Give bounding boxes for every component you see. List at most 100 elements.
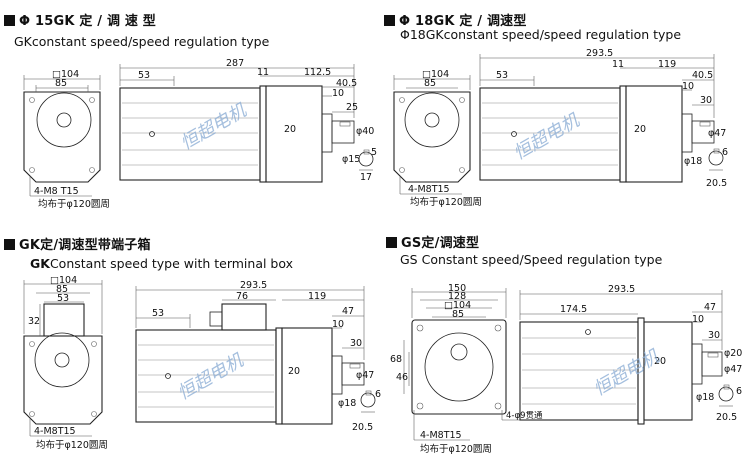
panel3-title: GK定/调速型带端子箱: [4, 234, 151, 253]
p2-dim-10: 10: [682, 81, 694, 92]
p3-dim-6: 6: [375, 389, 381, 400]
p1-mount-hole: [29, 97, 35, 103]
p3-terminal-box-side: [221, 303, 267, 331]
p1-key: [339, 121, 351, 127]
p4-dim-150: 150: [448, 283, 466, 294]
panel2-drawing: □104 85 4-M8T15 均布于φ120圆周 293.5: [393, 48, 728, 208]
p1-dim-sq104: □104: [52, 69, 79, 80]
bullet-square-icon: [4, 239, 15, 250]
p2-dim-sq104: □104: [422, 69, 449, 80]
p2-shaft-section: [708, 150, 724, 166]
p4-output-shaft: [701, 351, 723, 377]
p3-dim-phi47: φ47: [356, 370, 374, 381]
p3-flange-plate: [275, 327, 283, 425]
p2-dim-30: 30: [700, 95, 712, 106]
p1-dim-287: 287: [226, 58, 244, 69]
p1-dim-1125: 112.5: [304, 67, 331, 78]
p2-dim-119: 119: [658, 59, 676, 70]
p2-mount-label: 4-M8T15: [408, 184, 450, 195]
p4-dim-205: 20.5: [716, 412, 737, 423]
p3-front-shaft: [54, 352, 70, 368]
p4-dim-128: 128: [448, 291, 466, 302]
p1-shaft-section: [358, 151, 374, 167]
p1-body-screw: [149, 131, 155, 137]
p3-dim-85: 85: [56, 284, 68, 295]
panel1-title: Φ 15GK 定 / 调 速 型: [4, 10, 156, 29]
p1-front-flange: [23, 91, 101, 183]
p3-dim-10: 10: [332, 319, 344, 330]
p4-fins: [522, 337, 636, 405]
p3-dim-2935: 293.5: [240, 280, 267, 291]
panel4-title-text: GS定/调速型: [401, 236, 480, 251]
p4-mount-label: 4-M8T15: [420, 430, 462, 441]
p3-watermark: 恒超电机: [174, 350, 248, 405]
p3-dim-205: 20.5: [352, 422, 373, 433]
p3-output-shaft: [341, 362, 365, 386]
p1-watermark: 恒超电机: [177, 100, 251, 155]
p2-dim-6: 6: [722, 147, 728, 158]
p2-dim-53: 53: [496, 70, 508, 81]
panel4-title: GS定/调速型: [386, 232, 479, 251]
panel3-subtitle-rest: Constant speed type with terminal box: [49, 256, 294, 271]
p4-dim-46: 46: [396, 372, 408, 383]
p4-dim-phi20: φ20: [724, 348, 742, 359]
p1-dim-25: 25: [346, 102, 358, 113]
panel1-drawing: □104 85 4-M8 T15 均布于φ120圆周: [23, 58, 377, 210]
p1-boss: [321, 113, 333, 153]
p1-dim-5: 5: [371, 147, 377, 158]
p4-shaft-section: [718, 386, 734, 402]
p1-dim-405: 40.5: [336, 78, 357, 89]
p3-dim-76: 76: [236, 291, 248, 302]
p1-output-shaft: [331, 120, 355, 144]
p3-fins: [138, 344, 274, 408]
panel1-subtitle: GKconstant speed/speed regulation type: [14, 34, 270, 49]
p2-dim-20: 20: [634, 124, 646, 135]
p1-mount-label: 4-M8 T15: [34, 186, 79, 197]
p4-front-pilot: [424, 332, 494, 402]
p3-dim-32: 32: [28, 316, 40, 327]
bullet-square-icon: [384, 15, 395, 26]
p1-pcd-label: 均布于φ120圆周: [38, 198, 110, 210]
p2-flange-plate: [619, 85, 627, 183]
p4-pcd-label: 均布于φ120圆周: [420, 443, 492, 455]
p3-mount-label: 4-M8T15: [34, 426, 76, 437]
p4-boss: [691, 343, 703, 385]
p2-dim-2935: 293.5: [586, 48, 613, 59]
bullet-square-icon: [386, 237, 397, 248]
p3-front-pilot: [34, 332, 90, 388]
p2-pcd-label: 均布于φ120圆周: [410, 196, 482, 208]
p2-dim-405: 40.5: [692, 70, 713, 81]
p4-dim-1745: 174.5: [560, 304, 587, 315]
p4-dim-phi18: φ18: [696, 392, 714, 403]
p2-dim-85: 85: [424, 78, 436, 89]
p2-front-shaft: [424, 112, 440, 128]
p4-dim-68: 68: [390, 354, 402, 365]
p1-dim-phi15: φ15: [342, 154, 360, 165]
p1-front-pilot: [36, 92, 92, 148]
p1-fins: [122, 102, 258, 166]
p2-boss: [681, 113, 693, 153]
p4-dim-85: 85: [452, 309, 464, 320]
p1-flange-plate: [259, 85, 267, 183]
p3-dim-30: 30: [350, 338, 362, 349]
p1-mount-hole: [89, 167, 95, 173]
p3-dim-phi18: φ18: [338, 398, 356, 409]
p3-shaft-section: [360, 392, 376, 408]
p3-dim-20: 20: [288, 366, 300, 377]
panel3-title-text: GK定/调速型带端子箱: [19, 238, 151, 253]
p3-boss: [331, 355, 343, 395]
p4-dim-47: 47: [704, 302, 716, 313]
p1-front-shaft: [56, 112, 72, 128]
p3-dim-sq104: □104: [50, 275, 77, 286]
p2-front-flange: [393, 91, 471, 183]
p3-dim-53: 53: [57, 293, 69, 304]
p1-dim-85: 85: [55, 78, 67, 89]
p1-dim-10: 10: [332, 88, 344, 99]
p4-dim-2935: 293.5: [608, 284, 635, 295]
p4-thru-label: 4-φ9贯通: [506, 410, 543, 421]
panel1-title-text: Φ 15GK 定 / 调 速 型: [19, 14, 156, 29]
p2-front-pilot: [404, 92, 460, 148]
p1-dim-11: 11: [257, 67, 269, 78]
